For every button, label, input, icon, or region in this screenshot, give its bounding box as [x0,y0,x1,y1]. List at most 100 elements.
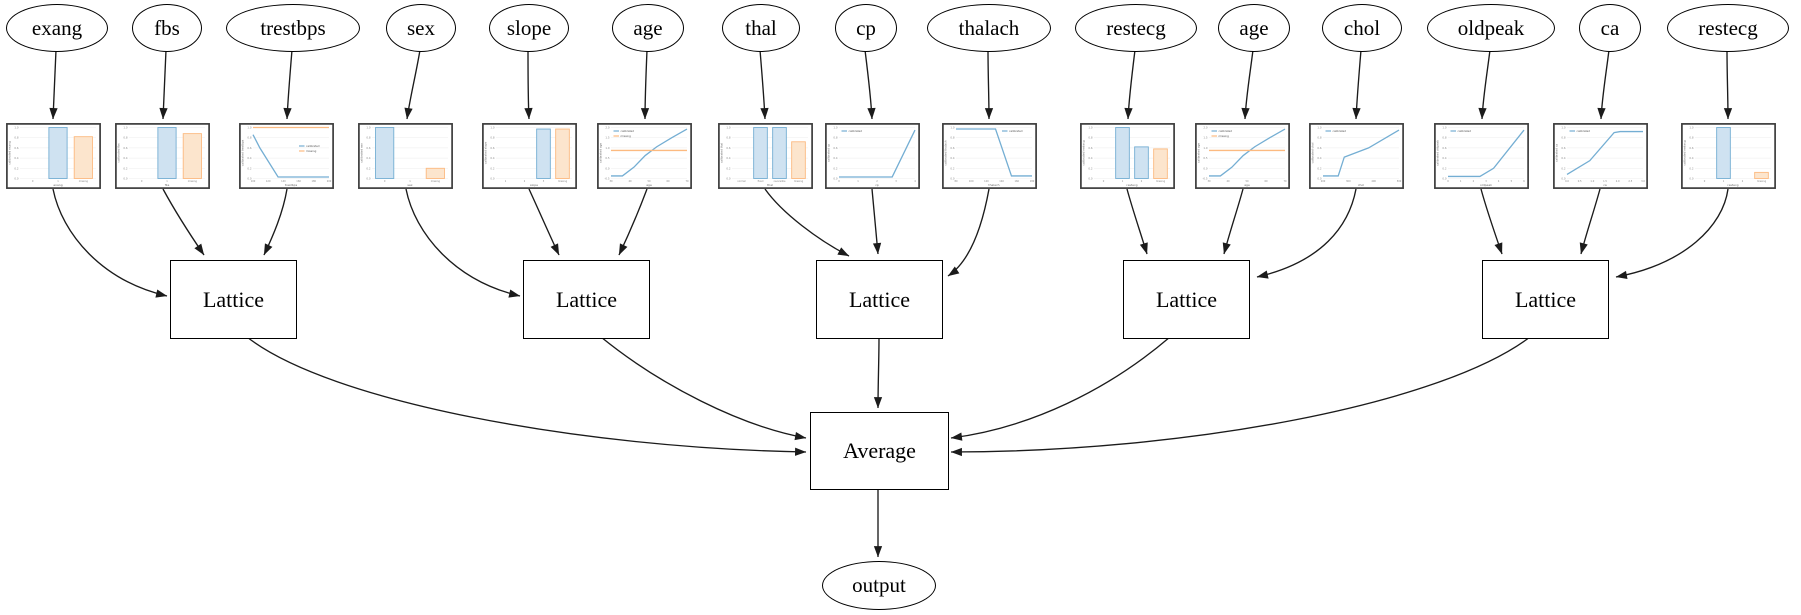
feature-label: slope [506,15,552,40]
feature-node-chol: chol [1322,4,1402,52]
feature-node-restecg: restecg [1075,4,1197,52]
svg-text:0.8: 0.8 [1561,136,1565,140]
svg-text:200: 200 [327,180,332,183]
svg-text:0.8: 0.8 [247,136,251,140]
svg-text:calibrated restecg: calibrated restecg [1683,140,1687,166]
svg-text:1.0: 1.0 [1689,126,1693,130]
svg-text:slope: slope [530,183,538,187]
edge-lattice1-average [246,336,807,456]
feature-label: thal [745,15,777,40]
svg-text:0.8: 0.8 [123,136,127,140]
svg-text:age: age [1244,183,1250,187]
svg-text:0.6: 0.6 [490,146,494,150]
svg-text:calibrated exang: calibrated exang [8,141,12,165]
edge-calibrator-lattice1-c [263,188,288,256]
svg-text:1.0: 1.0 [1088,126,1092,130]
svg-text:40: 40 [1226,180,1230,183]
svg-text:0.0: 0.0 [1317,177,1321,181]
svg-text:0.6: 0.6 [1442,146,1446,150]
svg-text:chol: chol [1358,183,1364,187]
edge-age-calibrator [640,49,650,120]
edge-cp-calibrator [864,49,876,120]
svg-text:missing: missing [306,149,317,153]
edge-lattice5-average [950,336,1531,457]
svg-text:6: 6 [1523,180,1525,183]
svg-text:1: 1 [1122,180,1124,183]
feature-node-restecg-2: restecg [1667,4,1789,52]
svg-text:1.0: 1.0 [123,126,127,130]
svg-text:thalach: thalach [988,183,999,187]
svg-text:1.0: 1.0 [1203,146,1207,150]
edge-calibrator-lattice2-c [618,188,648,256]
svg-text:calibrated sex: calibrated sex [360,143,364,163]
edge-exang-calibrator [49,49,58,120]
svg-text:calibrated age: calibrated age [1197,143,1201,163]
svg-text:120: 120 [266,180,271,183]
svg-text:0.8: 0.8 [1442,136,1446,140]
svg-text:400: 400 [1371,180,1376,183]
svg-text:30: 30 [1207,180,1211,183]
svg-text:missing: missing [558,180,568,183]
svg-text:3.0: 3.0 [1641,180,1645,183]
feature-node-thalach: thalach [927,4,1051,52]
feature-label: cp [856,15,876,40]
svg-text:1.0: 1.0 [490,126,494,130]
svg-text:1: 1 [409,180,411,183]
svg-text:calibrated: calibrated [1458,129,1472,133]
svg-text:0.6: 0.6 [366,146,370,150]
svg-text:4: 4 [914,180,916,183]
svg-text:0.0: 0.0 [14,177,18,181]
svg-text:0.8: 0.8 [14,136,18,140]
svg-text:0.2: 0.2 [726,166,730,170]
svg-text:0.4: 0.4 [1689,156,1693,160]
svg-text:50: 50 [647,180,651,183]
edge-calibrator-lattice2-a [405,188,521,298]
feature-label: oldpeak [1457,15,1525,40]
edge-restecg2-calibrator [1723,49,1733,120]
svg-text:reversible: reversible [774,180,786,183]
svg-text:1: 1 [857,180,859,183]
svg-text:160: 160 [1015,180,1020,183]
svg-text:0.0: 0.0 [247,177,251,181]
lattice-label: Lattice [1514,286,1577,312]
feature-node-slope: slope [489,4,569,52]
svg-text:calibrated cp: calibrated cp [827,144,831,162]
svg-text:0.2: 0.2 [1442,166,1446,170]
svg-text:0.4: 0.4 [366,156,370,160]
lattice-label: Lattice [202,286,265,312]
svg-text:missing: missing [1757,180,1767,183]
svg-text:200: 200 [1321,180,1326,183]
svg-text:0.0: 0.0 [1442,177,1446,181]
svg-text:0.4: 0.4 [490,156,494,160]
svg-text:fbs: fbs [165,183,170,187]
edge-calibrator-lattice5-a [1480,188,1503,255]
svg-text:0.2: 0.2 [1561,166,1565,170]
edge-chol-calibrator [1352,49,1362,120]
edge-calibrator-lattice2-b [528,188,560,256]
svg-text:calibrated: calibrated [621,129,635,133]
feature-node-cp: cp [835,4,897,52]
svg-text:calibrated age: calibrated age [599,143,603,163]
feature-node-trestbps: trestbps [226,4,360,52]
svg-text:0.8: 0.8 [833,136,837,140]
svg-text:0.0: 0.0 [123,177,127,181]
edge-thal-calibrator [759,49,769,120]
svg-text:0.4: 0.4 [14,156,18,160]
edge-calibrator-lattice5-c [1615,188,1729,280]
feature-node-age-2: age [1218,4,1290,52]
feature-node-oldpeak: oldpeak [1427,4,1555,52]
svg-text:fixed: fixed [758,180,764,183]
edge-restecg-calibrator [1124,49,1136,120]
svg-text:1.0: 1.0 [1317,126,1321,130]
svg-text:0.0: 0.0 [490,177,494,181]
svg-text:1.5: 1.5 [1203,136,1207,140]
svg-text:180: 180 [1030,180,1035,183]
svg-text:oldpeak: oldpeak [1480,183,1492,187]
svg-text:1: 1 [1723,180,1725,183]
